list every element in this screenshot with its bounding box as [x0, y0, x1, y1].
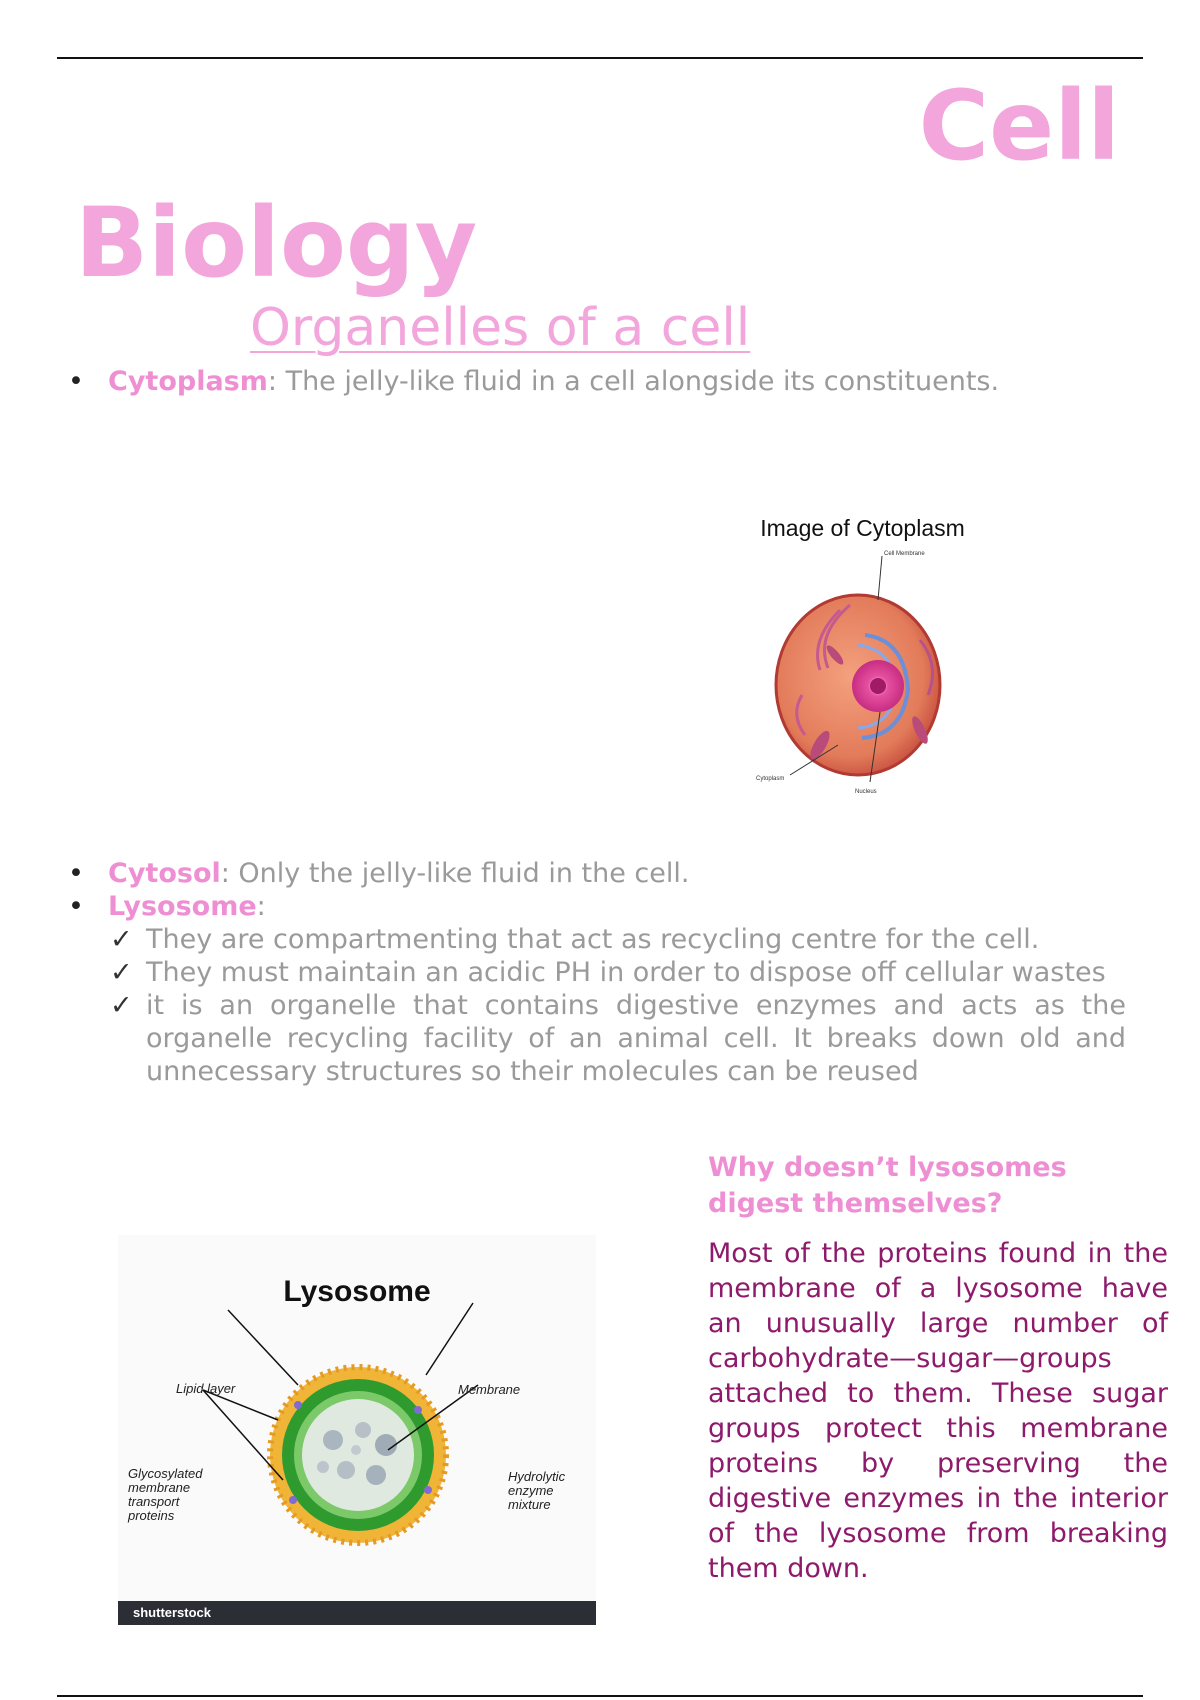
list-item: ✓ They are compartmenting that act as rec…	[110, 923, 1126, 956]
point-text: They must maintain an acidic PH in order…	[146, 957, 1106, 988]
cell-illustration: Cell Membrane Cytoplasm Nucleus	[756, 551, 942, 795]
sidebar-answer: Most of the proteins found in the membra…	[708, 1238, 1168, 1584]
label-cytoplasm: Cytoplasm	[756, 776, 784, 782]
cytoplasm-figure: Image of Cytoplasm Cell Me	[690, 490, 1035, 830]
definition-cytoplasm: : The jelly-like fluid in a cell alongsi…	[267, 366, 1000, 397]
list-item-lysosome: • Lysosome:	[68, 890, 1128, 923]
bullet-icon: •	[68, 891, 84, 922]
term-cytosol: Cytosol	[108, 858, 221, 889]
list-item-cytosol: • Cytosol: Only the jelly-like fluid in …	[68, 857, 1128, 890]
definition-cytosol: : Only the jelly-like fluid in the cell.	[220, 858, 690, 889]
check-icon: ✓	[110, 990, 133, 1021]
cytoplasm-list: • Cytoplasm: The jelly-like fluid in a c…	[68, 365, 1128, 398]
label-nucleus: Nucleus	[855, 789, 877, 795]
lysosome-colon: :	[256, 891, 266, 922]
bullet-icon: •	[68, 858, 84, 889]
title-cell: Cell	[918, 70, 1120, 182]
page-subtitle: Organelles of a cell	[250, 298, 751, 358]
list-item: ✓ They must maintain an acidic PH in orde…	[110, 956, 1126, 989]
check-icon: ✓	[110, 957, 133, 988]
term-lysosome: Lysosome	[108, 891, 257, 922]
check-icon: ✓	[110, 924, 133, 955]
lysosome-points: ✓ They are compartmenting that act as rec…	[68, 923, 1126, 1088]
bullet-icon: •	[68, 366, 84, 397]
cytosol-lysosome-list: • Cytosol: Only the jelly-like fluid in …	[68, 857, 1128, 923]
label-cell-membrane: Cell Membrane	[884, 551, 925, 557]
point-text: They are compartmenting that act as recy…	[146, 924, 1040, 955]
list-item-cytoplasm: • Cytoplasm: The jelly-like fluid in a c…	[68, 365, 1128, 398]
figure-title: Lysosome	[283, 1275, 431, 1308]
top-rule	[57, 57, 1143, 59]
label-membrane: Membrane	[458, 1382, 521, 1397]
label-hydrolytic: Hydrolytic enzyme mixture	[508, 1469, 566, 1512]
figure-title: Image of Cytoplasm	[760, 515, 965, 541]
term-cytoplasm: Cytoplasm	[108, 366, 268, 397]
point-text: it is an organelle that contains digesti…	[146, 990, 1126, 1087]
sidebar-question: Why doesn’t lysosomes digest themselves?	[708, 1152, 1067, 1219]
watermark-bar: shutterstock	[118, 1601, 596, 1625]
list-item: ✓ it is an organelle that contains digest…	[110, 989, 1126, 1088]
lysosome-figure: Lysosome Lipid layer Membrane Glycosylat…	[118, 1235, 596, 1625]
lysosome-illustration	[202, 1302, 479, 1546]
title-biology: Biology	[75, 187, 478, 299]
label-glycosylated: Glycosylated membrane transport proteins	[128, 1466, 203, 1523]
bottom-rule	[57, 1695, 1143, 1697]
label-lipid-layer: Lipid layer	[176, 1381, 236, 1396]
lysosome-points-wrap: ✓ They are compartmenting that act as rec…	[68, 923, 1126, 1088]
check-list: ✓ They are compartmenting that act as rec…	[68, 923, 1126, 1088]
